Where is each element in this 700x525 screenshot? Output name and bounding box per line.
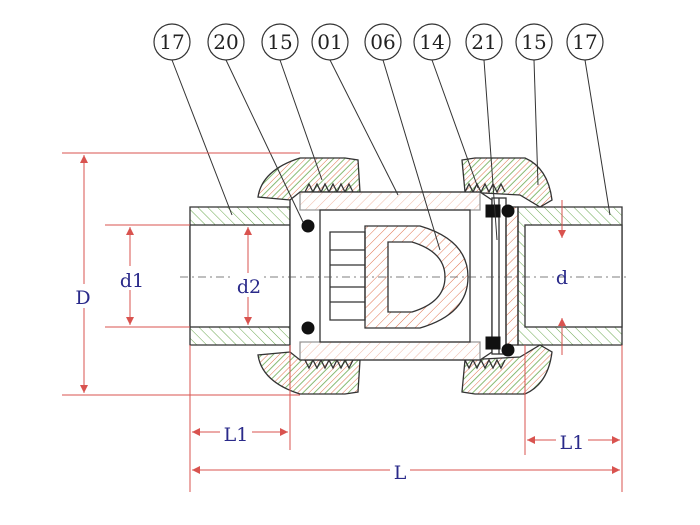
callout-label: 15 [521, 30, 546, 54]
dim-d-label: d [556, 267, 568, 289]
dim-L-label: L [394, 462, 407, 484]
callout-17-left [153, 23, 191, 61]
callout-15-left [261, 23, 299, 61]
callout-label: 17 [159, 30, 184, 54]
ball-cage [329, 231, 366, 321]
seal-bottom-right [485, 336, 501, 350]
callout-label: 01 [317, 30, 342, 54]
o-ring-top-left [301, 219, 315, 233]
o-ring-top-right [501, 204, 515, 218]
leader-lines [171, 59, 611, 251]
dim-d1-label: d1 [120, 270, 144, 292]
callout-14 [413, 23, 451, 61]
o-ring-bottom-right [501, 343, 515, 357]
callout-label: 20 [213, 30, 238, 54]
callout-17-right [566, 23, 604, 61]
body-wall-top [299, 191, 481, 211]
callout-label: 06 [370, 30, 395, 54]
thread-top-right [464, 182, 506, 194]
dim-L1-right-label: L1 [560, 432, 585, 454]
o-ring-bottom-left [301, 321, 315, 335]
right-union-nut-top [461, 157, 553, 208]
callout-20 [207, 23, 245, 61]
dim-D-label: D [75, 287, 90, 309]
callout-15-right [515, 23, 553, 61]
seal-top-right [485, 204, 501, 218]
thread-bottom-right [464, 358, 506, 370]
callouts [153, 23, 604, 61]
body-wall-bottom [299, 341, 481, 361]
seat-carrier [505, 206, 519, 346]
callout-21 [465, 23, 503, 61]
callout-label: 15 [267, 30, 292, 54]
right-socket-bore [524, 224, 623, 328]
callout-06 [364, 23, 402, 61]
dim-L1-left-label: L1 [224, 424, 249, 446]
callout-01 [311, 23, 349, 61]
dimension-labels: D d1 d2 d L1 L1 L [75, 267, 584, 484]
callout-label: 14 [419, 30, 444, 54]
callout-labels: 17 20 15 01 06 14 21 15 17 [159, 30, 597, 54]
callout-label: 21 [471, 30, 496, 54]
valve-body [189, 157, 623, 395]
callout-label: 17 [572, 30, 597, 54]
dim-d2-label: d2 [237, 276, 261, 298]
o-rings [301, 204, 515, 357]
